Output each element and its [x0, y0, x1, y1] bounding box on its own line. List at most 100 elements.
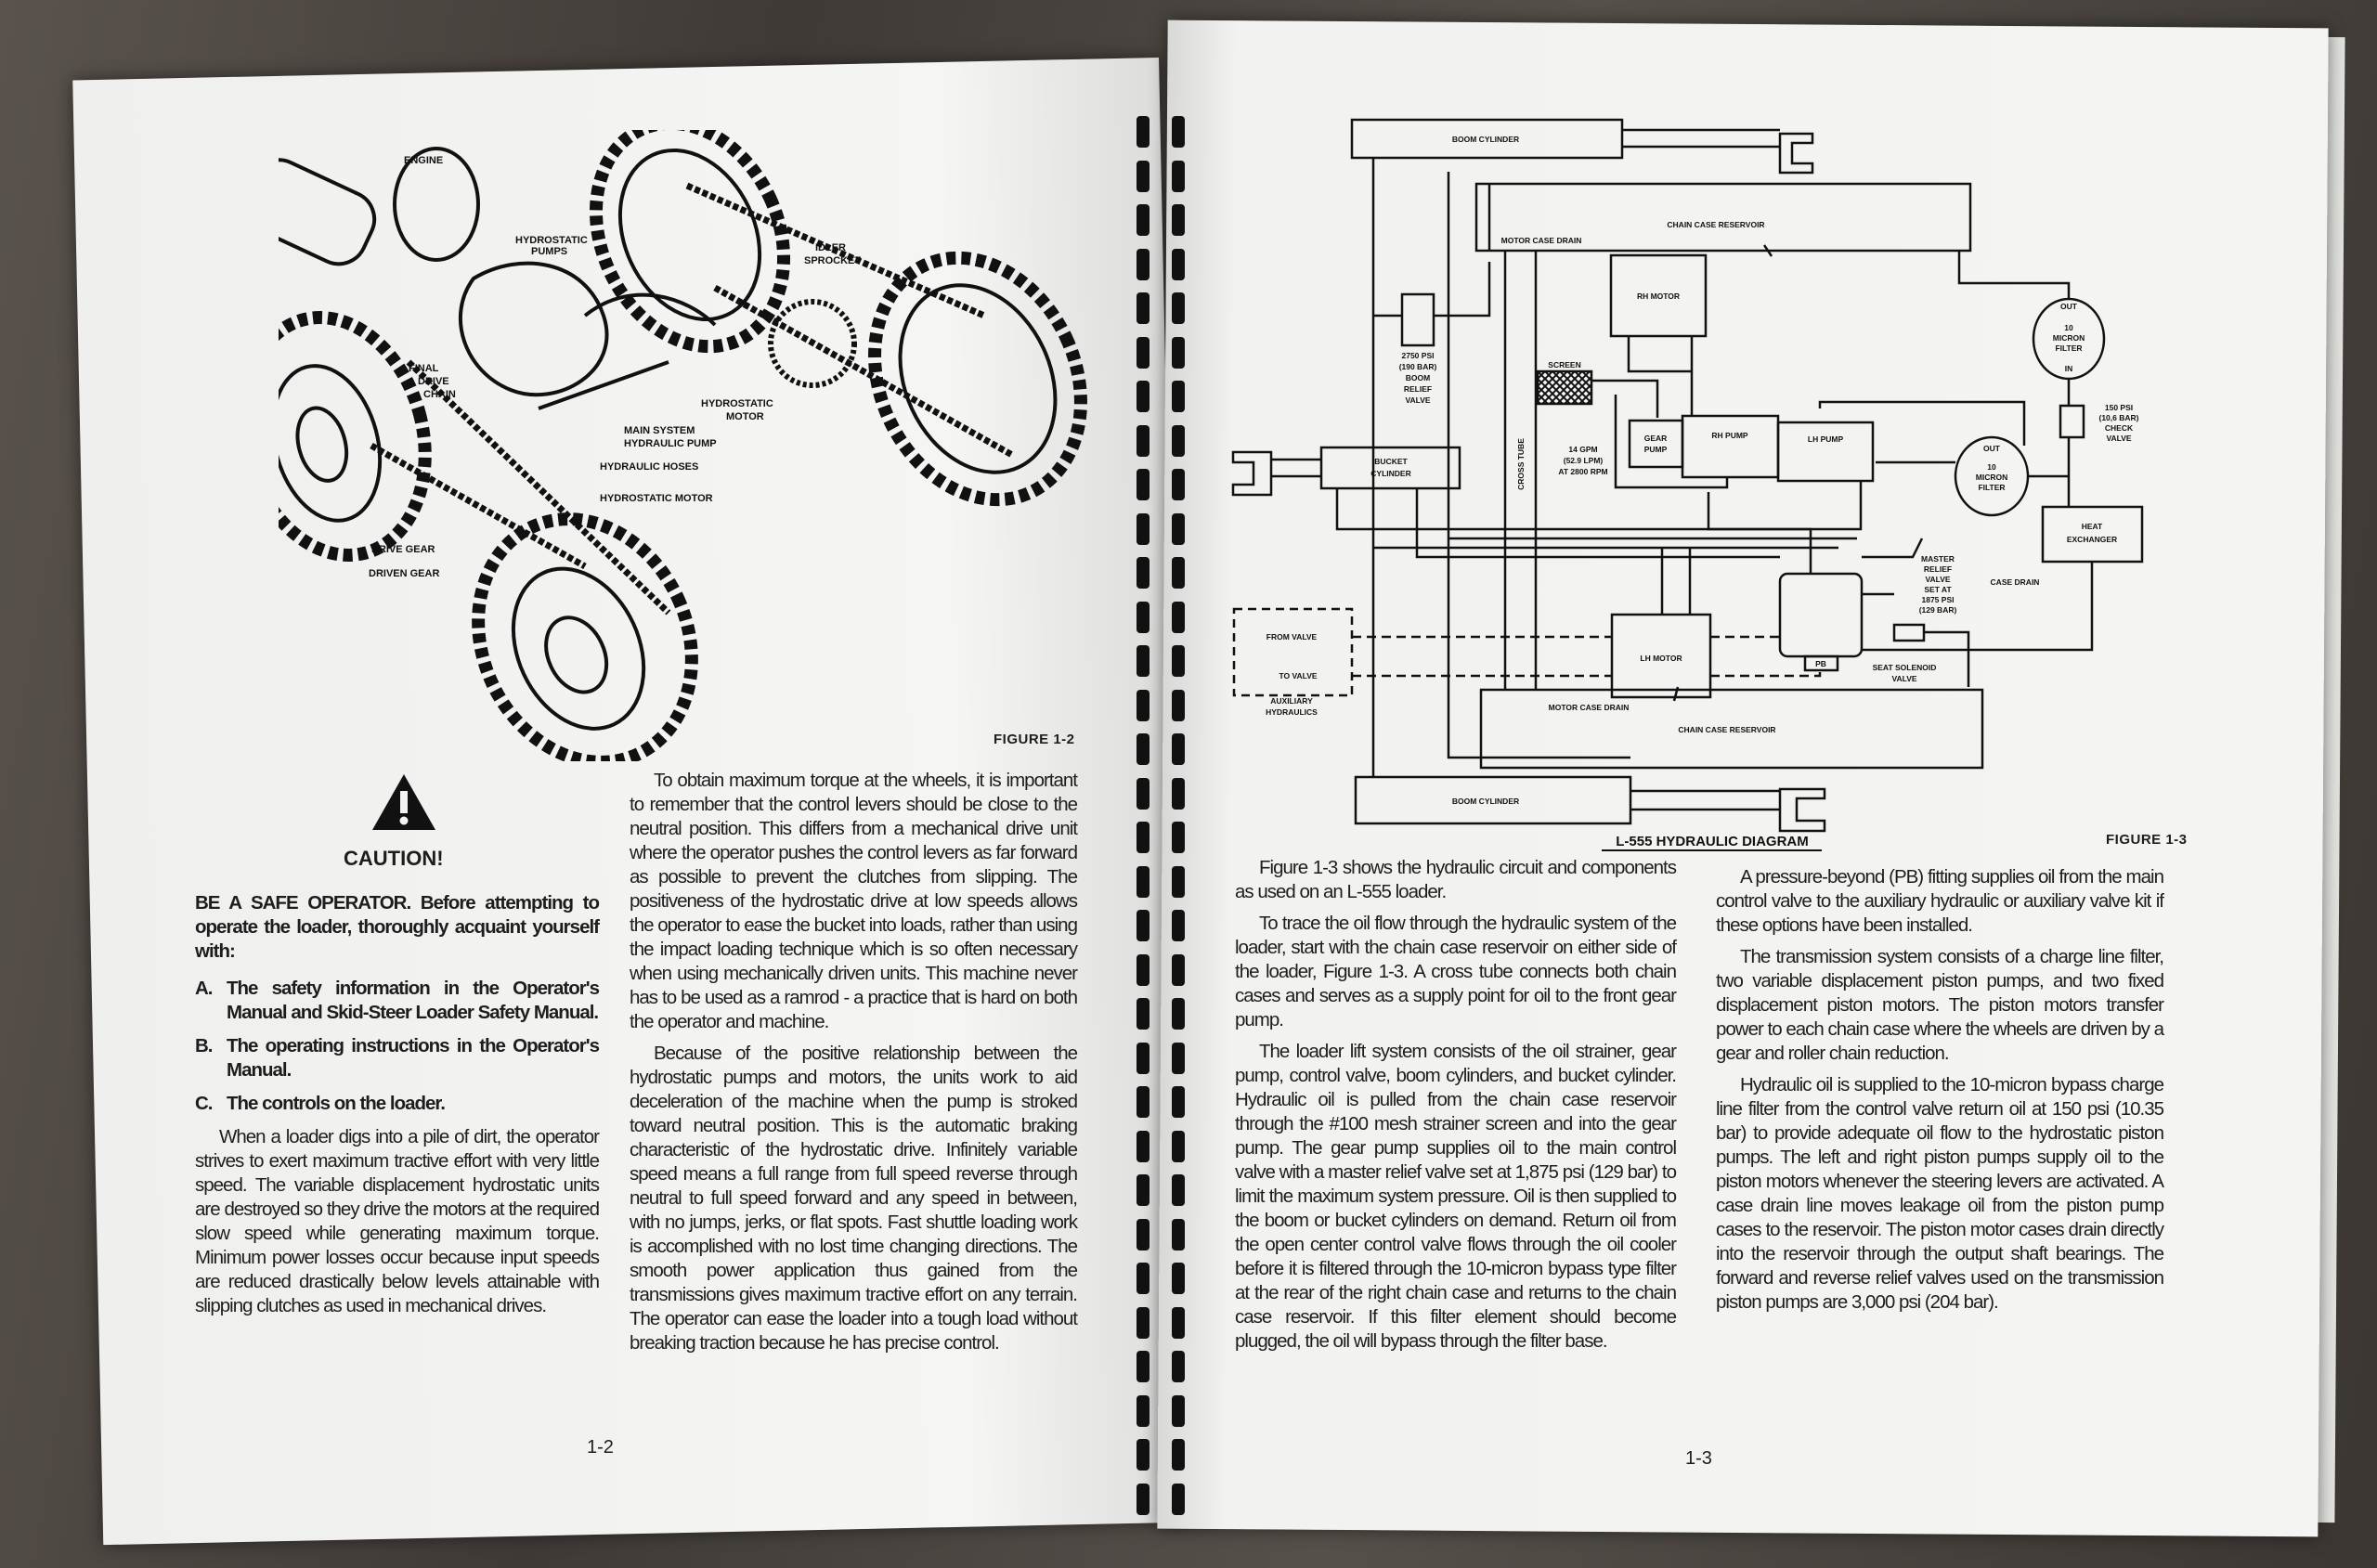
binding-ring: [1137, 1086, 1150, 1118]
binding-ring: [1172, 733, 1185, 765]
binding-ring: [1172, 292, 1185, 324]
item-letter: C.: [195, 1093, 214, 1114]
binding-ring: [1137, 910, 1150, 941]
label-chain-case-reservoir: CHAIN CASE RESERVOIR: [1678, 725, 1775, 734]
safety-item-b: B. The operating instructions in the Oper…: [195, 1034, 600, 1082]
binding-ring: [1172, 424, 1185, 457]
diagram-title: L-555 HYDRAULIC DIAGRAM: [1616, 834, 1809, 849]
paragraph: Figure 1-3 shows the hydraulic circuit a…: [1235, 857, 1677, 902]
label-rh-motor: RH MOTOR: [1637, 292, 1680, 301]
binding-ring: [1137, 645, 1150, 677]
binding-ring: [1137, 557, 1150, 589]
label-micron-filter: MICRON: [1976, 473, 2007, 482]
lh-pump-box: [1776, 421, 1875, 483]
label-to-valve: TO VALVE: [1279, 671, 1317, 680]
safety-intro: BE A SAFE OPERATOR. Before attempting to…: [195, 892, 600, 962]
label-hydrostatic-motor: MOTOR: [726, 411, 764, 422]
label-boom-relief: 2750 PSI: [1402, 351, 1435, 360]
item-letter: B.: [195, 1035, 214, 1056]
binding-ring: [1172, 1351, 1185, 1382]
figure-1-2-label: FIGURE 1-2: [994, 732, 1075, 747]
right-column: To obtain maximum torque at the wheels, …: [630, 769, 1078, 1363]
binding-ring: [1172, 116, 1185, 148]
label-motor-case-drain: MOTOR CASE DRAIN: [1549, 703, 1630, 712]
label-lh-motor: LH MOTOR: [1640, 654, 1682, 663]
binding-ring: [1172, 822, 1185, 853]
label-final-drive-chain: DRIVE: [418, 376, 449, 387]
label-micron-filter: FILTER: [2055, 343, 2082, 353]
label-cross-tube: CROSS TUBE: [1516, 438, 1526, 490]
binding-ring: [1172, 1218, 1185, 1251]
boom-cylinder-bottom: [1354, 775, 1632, 825]
label-final-drive-chain: FINAL: [409, 363, 439, 374]
bucket-cylinder-box: [1319, 446, 1461, 490]
chain-case-reservoir-bottom: [1479, 688, 1984, 770]
binding-ring: [1137, 689, 1150, 721]
binding-ring: [1137, 733, 1150, 765]
label-check-valve: CHECK: [2105, 423, 2134, 433]
binding-ring: [1137, 1394, 1150, 1427]
binding-ring: [1137, 512, 1150, 545]
paragraph: A pressure-beyond (PB) fitting supplies …: [1716, 866, 2164, 936]
item-text: The operating instructions in the Operat…: [227, 1035, 600, 1081]
binding-ring: [1172, 469, 1185, 500]
label-main-system-pump: MAIN SYSTEM: [624, 425, 695, 436]
label-bucket-cylinder: CYLINDER: [1370, 469, 1410, 478]
label-filter-out: OUT: [2060, 302, 2078, 311]
label-gear-pump: PUMP: [1644, 445, 1668, 454]
clevis-top: [1778, 132, 1814, 175]
page-number: 1-2: [587, 1437, 614, 1458]
paragraph: Because of the positive relationship bet…: [630, 1043, 1078, 1354]
binding-ring: [1172, 1174, 1185, 1206]
binding-ring: [1137, 116, 1150, 148]
label-micron-filter: 10: [2064, 323, 2073, 332]
label-check-valve: (10,6 BAR): [2099, 413, 2139, 422]
binding-ring: [1137, 292, 1150, 324]
binding-ring: [1172, 953, 1185, 986]
binding-ring: [1137, 1042, 1150, 1074]
right-page-left-column: Figure 1-3 shows the hydraulic circuit a…: [1235, 856, 1677, 1361]
binding-ring: [1172, 1086, 1185, 1118]
label-from-valve: FROM VALVE: [1266, 632, 1318, 641]
label-boom-relief: BOOM: [1406, 373, 1430, 382]
label-pb: PB: [1815, 659, 1826, 668]
gear-pump-box: [1628, 419, 1684, 469]
check-valve-box: [2059, 404, 2085, 439]
label-main-system-pump: HYDRAULIC PUMP: [624, 438, 717, 449]
label-lh-pump: LH PUMP: [1808, 434, 1844, 444]
safety-item-c: C.The controls on the loader.: [195, 1092, 599, 1116]
label-auxiliary: AUXILIARY: [1270, 696, 1313, 706]
label-master-relief: VALVE: [1925, 575, 1950, 584]
pb-fitting: [1803, 654, 1839, 672]
label-flow-rate: (52.9 LPM): [1564, 456, 1604, 465]
binding-ring: [1137, 601, 1150, 633]
label-seat-solenoid: SEAT SOLENOID: [1873, 663, 1937, 672]
binding-ring: [1137, 777, 1150, 810]
binding-ring: [1137, 822, 1150, 853]
label-hydrostatic-motor-lower: HYDROSTATIC MOTOR: [600, 493, 713, 504]
binding-ring: [1137, 336, 1150, 369]
warning-triangle-icon: [372, 774, 435, 830]
clevis-left: [1231, 450, 1273, 497]
right-page-right-column: A pressure-beyond (PB) fitting supplies …: [1716, 865, 2164, 1322]
auxiliary-box: [1232, 607, 1354, 697]
label-hydraulic-hoses: HYDRAULIC HOSES: [600, 461, 698, 473]
binding-ring: [1137, 469, 1150, 500]
tire-left: [279, 311, 432, 562]
safety-item-a: A.The safety information in the Operator…: [195, 977, 600, 1025]
paragraph: The loader lift system consists of the o…: [1235, 1041, 1677, 1352]
label-drive-gear: DRIVE GEAR: [371, 544, 435, 555]
label-idler-sprocket: IDLER: [815, 242, 846, 253]
label-rh-pump: RH PUMP: [1711, 431, 1748, 440]
chain-case-reservoir-top: [1474, 182, 1972, 253]
paragraph: When a loader digs into a pile of dirt, …: [195, 1126, 600, 1316]
label-flow-rate: 14 GPM: [1568, 445, 1597, 454]
binding-ring: [1172, 381, 1185, 412]
binding-ring: [1172, 1042, 1185, 1074]
binding-ring: [1172, 865, 1185, 898]
binding-ring: [1172, 557, 1185, 589]
binding-ring: [1172, 160, 1185, 192]
label-master-relief: RELIEF: [1924, 564, 1952, 574]
paragraph: To obtain maximum torque at the wheels, …: [630, 770, 1078, 1032]
binding-ring: [1137, 1174, 1150, 1206]
